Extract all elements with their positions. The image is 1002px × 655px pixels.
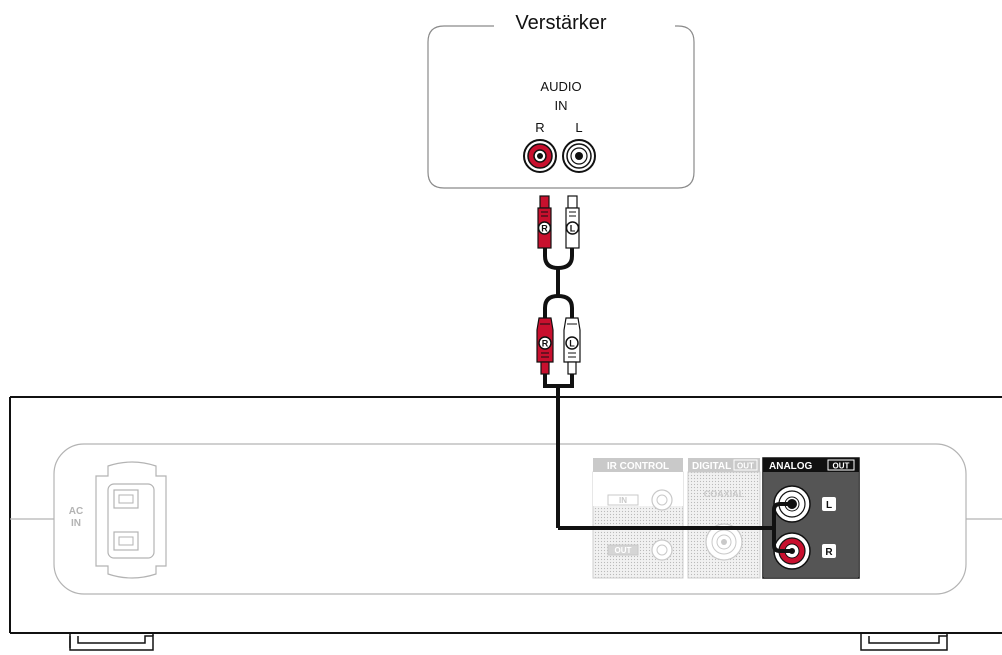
- analog-out-badge: OUT: [833, 462, 850, 471]
- lower-plug-l: L: [563, 317, 581, 375]
- digital-label: DIGITAL: [692, 461, 731, 472]
- upper-plug-l-letter: L: [570, 224, 576, 234]
- jack-l-label: L: [575, 120, 582, 135]
- lower-plug-r-letter: R: [542, 339, 549, 349]
- analog-label: ANALOG: [769, 461, 813, 472]
- ir-out-label: OUT: [615, 546, 632, 555]
- amplifier-title: Verstärker: [515, 12, 606, 34]
- cable-bottom-split: [543, 293, 574, 318]
- device-cable: [556, 386, 797, 553]
- foot-right: [860, 633, 948, 651]
- ac-in-socket: [95, 461, 167, 579]
- audio-label: AUDIO: [540, 79, 581, 94]
- analog-l-letter: L: [826, 500, 832, 511]
- analog-r-letter: R: [825, 547, 833, 558]
- ir-in-label: IN: [619, 496, 627, 505]
- coaxial-label: COAXIAL: [704, 489, 745, 499]
- jack-r-label: R: [535, 120, 544, 135]
- lower-plug-l-letter: L: [569, 339, 575, 349]
- lower-plug-r: R: [536, 317, 554, 375]
- digital-out-badge: OUT: [737, 462, 754, 471]
- ac-in-line2: IN: [71, 518, 81, 529]
- device-chassis: AC IN IR CONTROL IN OUT: [9, 386, 1002, 651]
- amplifier-box: Verstärker AUDIO IN R L: [427, 12, 695, 189]
- ac-in-line1: AC: [69, 506, 83, 517]
- ir-control-section: IR CONTROL IN OUT: [592, 458, 684, 579]
- amp-jack-r: [523, 139, 557, 173]
- in-label: IN: [555, 98, 568, 113]
- amplifier-frame: [427, 25, 695, 189]
- upper-plug-r: R: [537, 195, 552, 249]
- foot-left: [69, 633, 154, 651]
- ir-control-label: IR CONTROL: [607, 461, 669, 472]
- amp-jack-l: [562, 139, 596, 173]
- digital-out-section: DIGITAL OUT COAXIAL: [687, 458, 761, 579]
- analog-out-section: ANALOG OUT L R: [762, 457, 860, 579]
- upper-plug-l: L: [565, 195, 580, 249]
- rca-cable: R L R L: [536, 195, 581, 388]
- cable-top-join: [543, 248, 574, 271]
- upper-plug-r-letter: R: [541, 224, 548, 234]
